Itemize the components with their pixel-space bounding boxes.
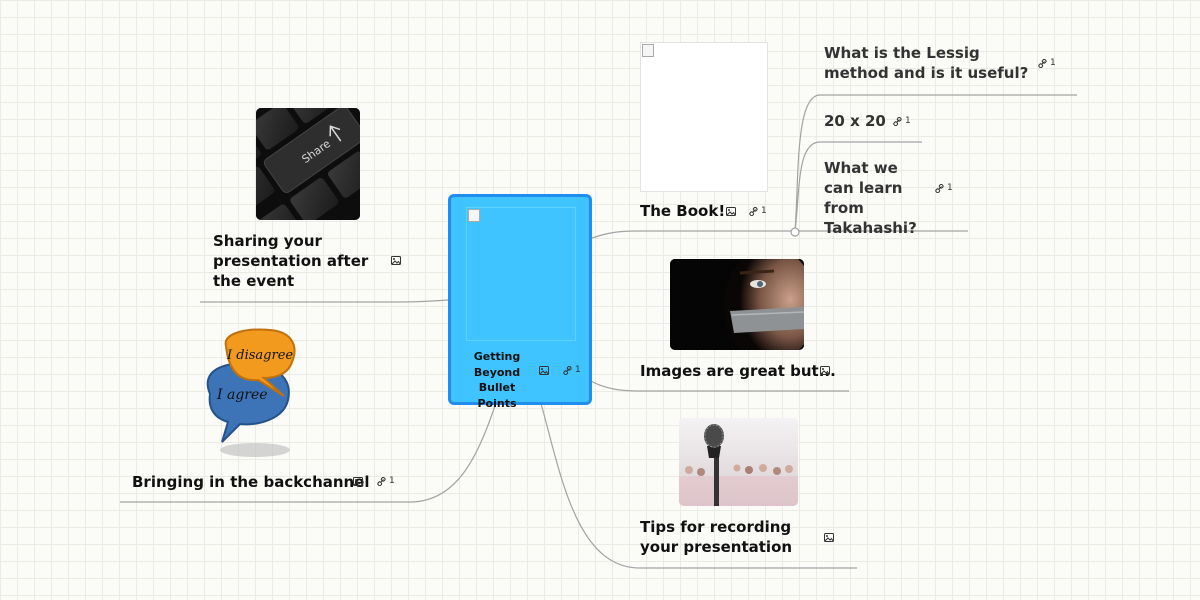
link-icon [1038,58,1047,68]
link-count: 1 [389,476,395,486]
central-image-placeholder [466,207,576,341]
central-title: Getting Beyond Bullet Points [473,350,521,410]
tips-meta [824,533,834,542]
node-backchannel-label[interactable]: Bringing in the backchannel [132,473,370,491]
central-node[interactable]: Getting Beyond Bullet Points 1 [448,194,592,410]
branch-junction [790,227,800,237]
node-book-label[interactable]: The Book! [640,202,726,220]
keyboard-share-image: Share [256,108,360,220]
link-count: 1 [905,116,911,126]
link-icon [377,476,386,486]
microphone-image [679,418,798,506]
central-meta: 1 [539,365,581,375]
node-twenty-label[interactable]: 20 x 20 [824,112,886,130]
link-count: 1 [575,365,581,375]
link-count: 1 [1050,58,1056,68]
connector-book [591,230,795,239]
connector-sharing [200,299,449,303]
bubble-bottom-text: I agree [216,387,268,403]
sharing-meta [391,256,401,265]
bubble-top-text: I disagree [226,348,293,363]
node-tips-label[interactable]: Tips for recording your presentation [640,518,793,556]
connector-tips [539,399,857,569]
image-icon [353,476,363,486]
broken-image-icon [642,44,654,57]
link-icon [563,365,572,375]
link-icon [935,183,944,193]
taped-mouth-image [670,259,804,350]
takahashi-meta: 1 [935,183,953,193]
image-icon [824,533,834,542]
connector-lessig [794,94,1077,232]
image-icon [391,256,401,265]
link-count: 1 [761,206,767,216]
image-icon [539,365,549,375]
image-icon [820,366,830,375]
node-images-label[interactable]: Images are great but... [640,362,836,380]
connector-twenty [794,141,922,232]
node-takahashi-label[interactable]: What we can learn from Takahashi? [824,159,917,237]
link-icon [893,116,902,126]
image-icon [726,206,736,216]
node-lessig-label[interactable]: What is the Lessig method and is it usef… [824,44,1029,82]
broken-image-icon [468,209,480,222]
link-icon [749,206,758,216]
speech-bubbles-image: I agree I disagree [200,326,300,466]
twenty-meta: 1 [893,116,911,126]
connector-backchannel [120,399,498,503]
link-count: 1 [947,183,953,193]
images-meta [820,366,830,375]
lessig-meta: 1 [1038,58,1056,68]
connector-images [588,379,849,392]
backchannel-meta: 1 [353,476,395,486]
book-meta: 1 [726,206,767,216]
book-image-placeholder [640,42,768,192]
node-sharing-label[interactable]: Sharing your presentation after the even… [213,232,369,290]
